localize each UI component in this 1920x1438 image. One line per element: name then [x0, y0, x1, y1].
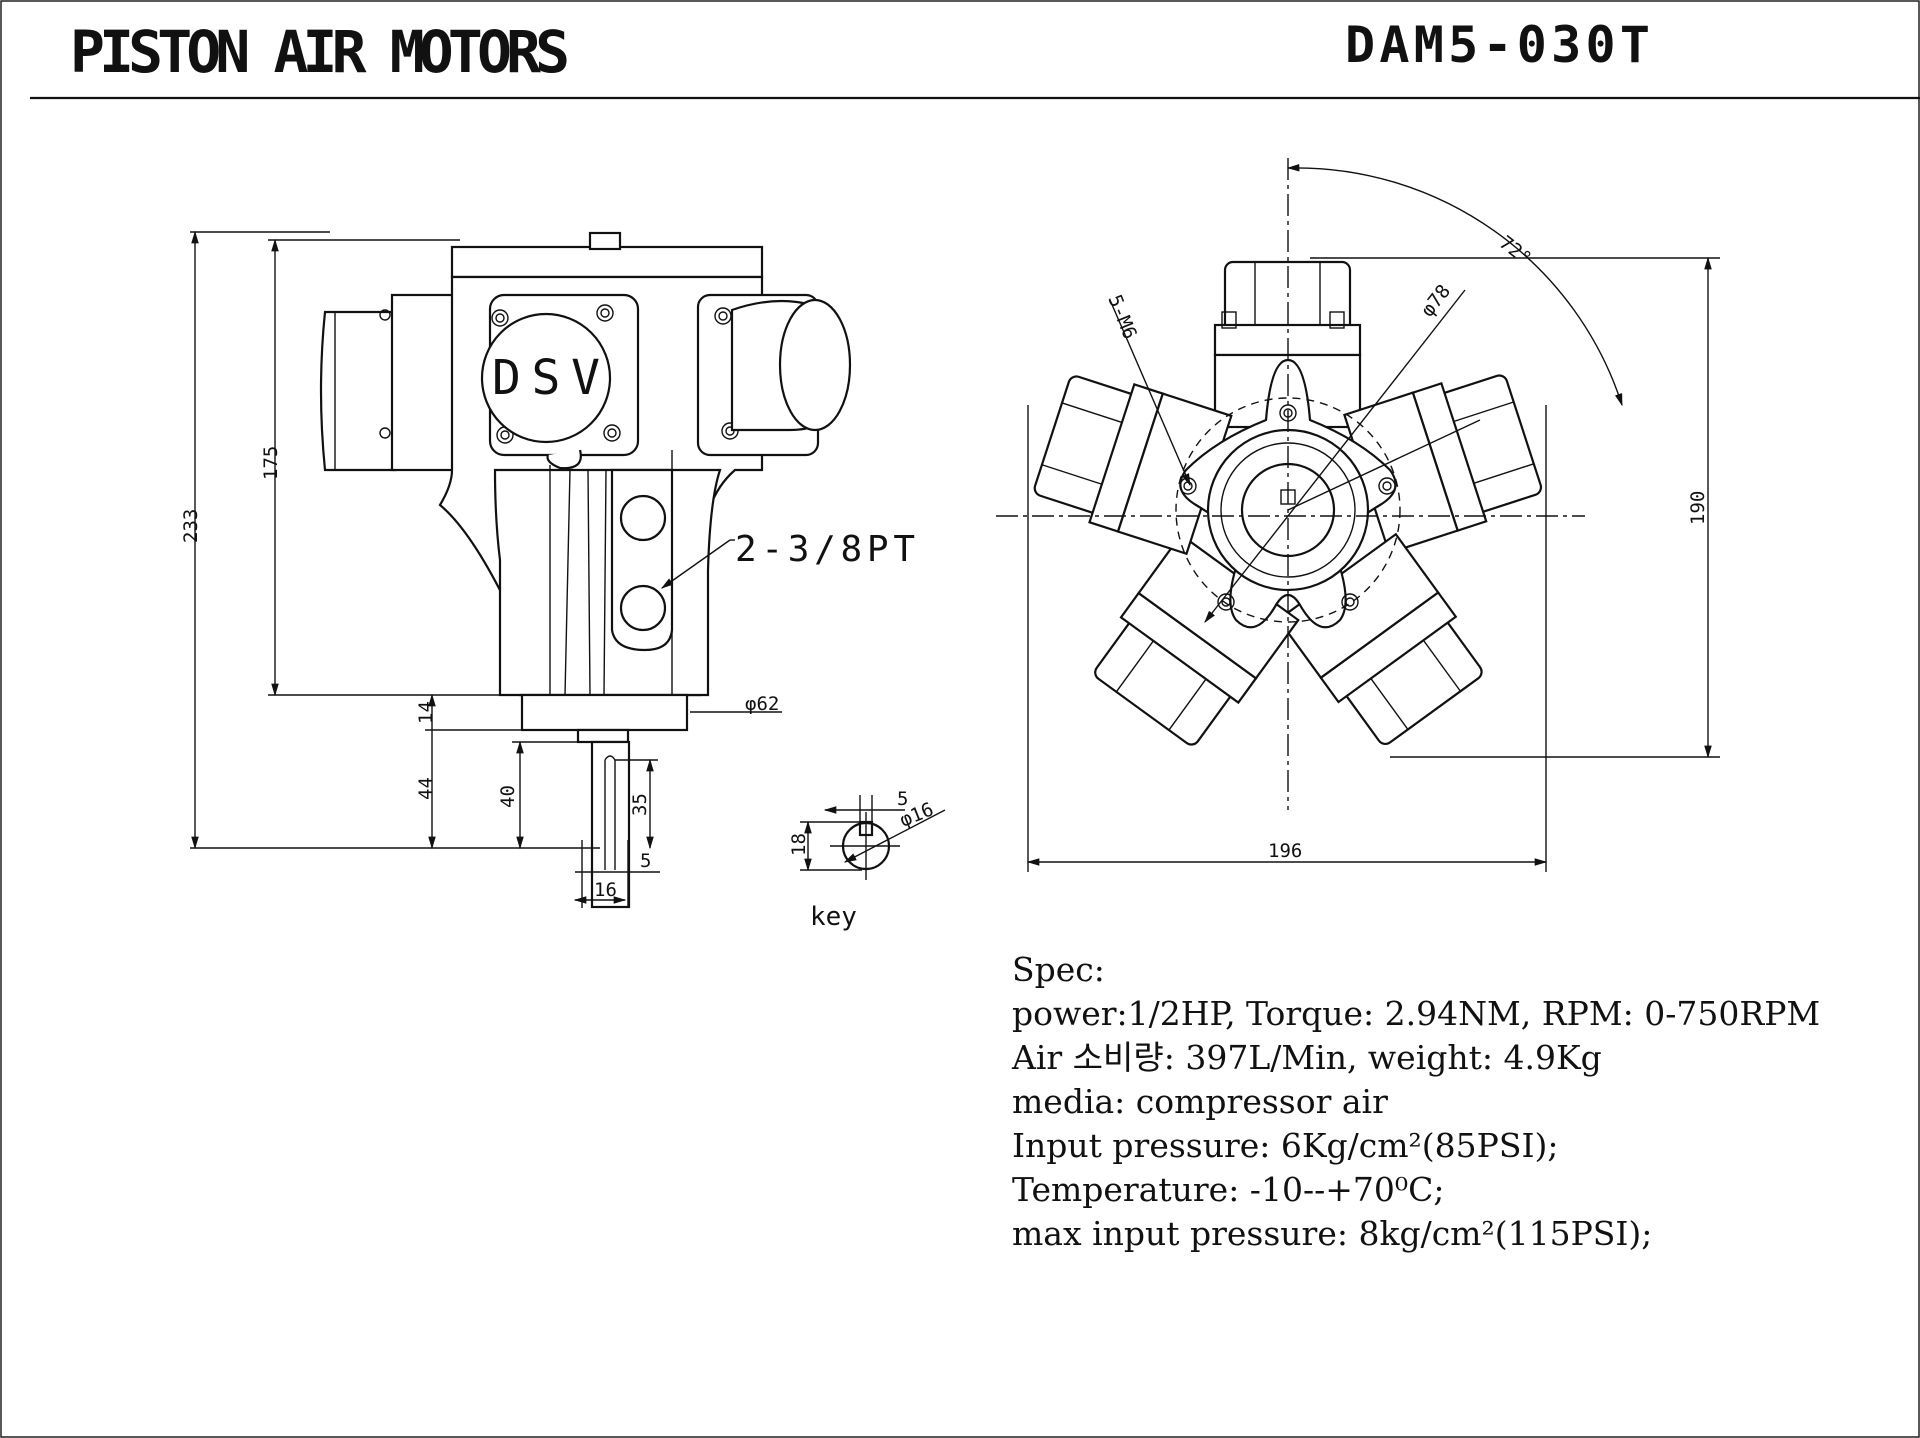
key-dim-18: 18: [788, 833, 810, 856]
dim-dia62: φ62: [745, 693, 779, 715]
dim-16-side: 16: [594, 879, 617, 901]
spec-line-max-pressure: max input pressure: 8kg/cm²(115PSI);: [1012, 1214, 1653, 1253]
spec-line-air: Air 소비량: 397L/Min, weight: 4.9Kg: [1012, 1038, 1602, 1077]
dsv-valve-cap: [480, 312, 612, 444]
port-upper: [619, 494, 667, 542]
output-shaft: [590, 740, 631, 909]
key-label: key: [810, 902, 857, 932]
top-vent: [588, 231, 622, 251]
dim-35: 35: [629, 793, 651, 816]
cylinder-4: [1094, 533, 1300, 746]
left-cylinder-cap: [319, 310, 397, 472]
port-lower: [619, 584, 667, 632]
mounting-flange: [520, 693, 689, 732]
dim-angle: 72°: [1495, 232, 1536, 270]
dim-40: 40: [497, 785, 519, 808]
dim-height: 190: [1687, 491, 1709, 525]
drawing-title: PISTON AIR MOTORS: [70, 18, 570, 86]
port-label: 2-3/8PT: [735, 529, 915, 570]
spec-line-temperature: Temperature: -10--+70⁰C;: [1012, 1170, 1445, 1209]
model-number: DAM5-030T: [1345, 16, 1650, 74]
spec-block: Spec: power:1/2HP, Torque: 2.94NM, RPM: …: [1012, 948, 1820, 1256]
dim-bolts: 5-M6: [1103, 292, 1141, 343]
dim-5-side: 5: [640, 850, 651, 872]
cylinder-5: [1033, 375, 1233, 556]
dim-width: 196: [1268, 840, 1302, 862]
side-view: DSV 233 175 14 44 40 35 5: [180, 230, 915, 909]
bolt-circle: [1175, 397, 1401, 623]
dim-44: 44: [415, 777, 437, 800]
key-detail: 5 φ16 18 key: [788, 788, 946, 932]
spec-line-power: power:1/2HP, Torque: 2.94NM, RPM: 0-750R…: [1012, 994, 1821, 1033]
spec-line-media: media: compressor air: [1012, 1082, 1388, 1121]
front-view: 72° 5-M6 φ78 190 196: [996, 158, 1720, 872]
lower-housing: [493, 468, 722, 697]
dim-233: 233: [180, 509, 202, 543]
spec-line-input-pressure: Input pressure: 6Kg/cm²(85PSI);: [1012, 1126, 1559, 1165]
valve-label: DSV: [492, 350, 600, 406]
angle-arc: [1286, 163, 1623, 407]
key-dim-5: 5: [897, 788, 908, 810]
dim-175: 175: [260, 446, 282, 480]
spec-heading: Spec:: [1012, 950, 1105, 989]
cylinder-3: [1277, 532, 1483, 746]
dim-14: 14: [415, 701, 437, 724]
top-flange: [450, 245, 764, 279]
dim-pcd: φ78: [1417, 280, 1455, 321]
